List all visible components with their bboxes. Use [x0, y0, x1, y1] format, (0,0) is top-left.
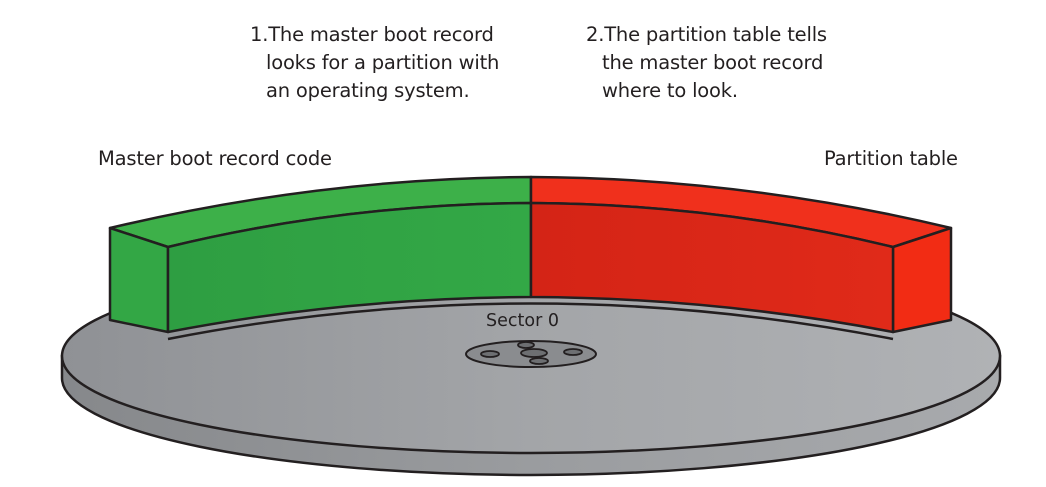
step-1-text-1: The master boot record: [268, 23, 494, 46]
pt-front-face: [529, 201, 895, 334]
step-2-line-3: where to look.: [602, 79, 738, 102]
step-2-line-2: the master boot record: [602, 51, 824, 74]
step-2-line-1: 2.The partition table tells: [586, 21, 827, 49]
partition-table-block: [529, 175, 953, 334]
spindle-hub-icon: [465, 340, 597, 368]
mbr-code-label: Master boot record code: [98, 147, 332, 170]
step-2-note: 2.The partition table tells the master b…: [586, 21, 827, 105]
step-2-number: 2.: [586, 23, 605, 46]
step-1-line-2: looks for a partition with: [266, 51, 500, 74]
step-2-text-1: The partition table tells: [604, 23, 827, 46]
mbr-end-face: [108, 226, 170, 334]
sector-0-label: Sector 0: [486, 311, 559, 331]
step-1-line-3: an operating system.: [266, 79, 470, 102]
step-1-line-1: 1.The master boot record: [250, 21, 499, 49]
pt-end-face: [891, 226, 953, 334]
partition-table-label: Partition table: [824, 147, 958, 170]
sector-track-line: [167, 302, 894, 341]
step-1-number: 1.: [250, 23, 269, 46]
step-1-note: 1.The master boot record looks for a par…: [250, 21, 499, 105]
